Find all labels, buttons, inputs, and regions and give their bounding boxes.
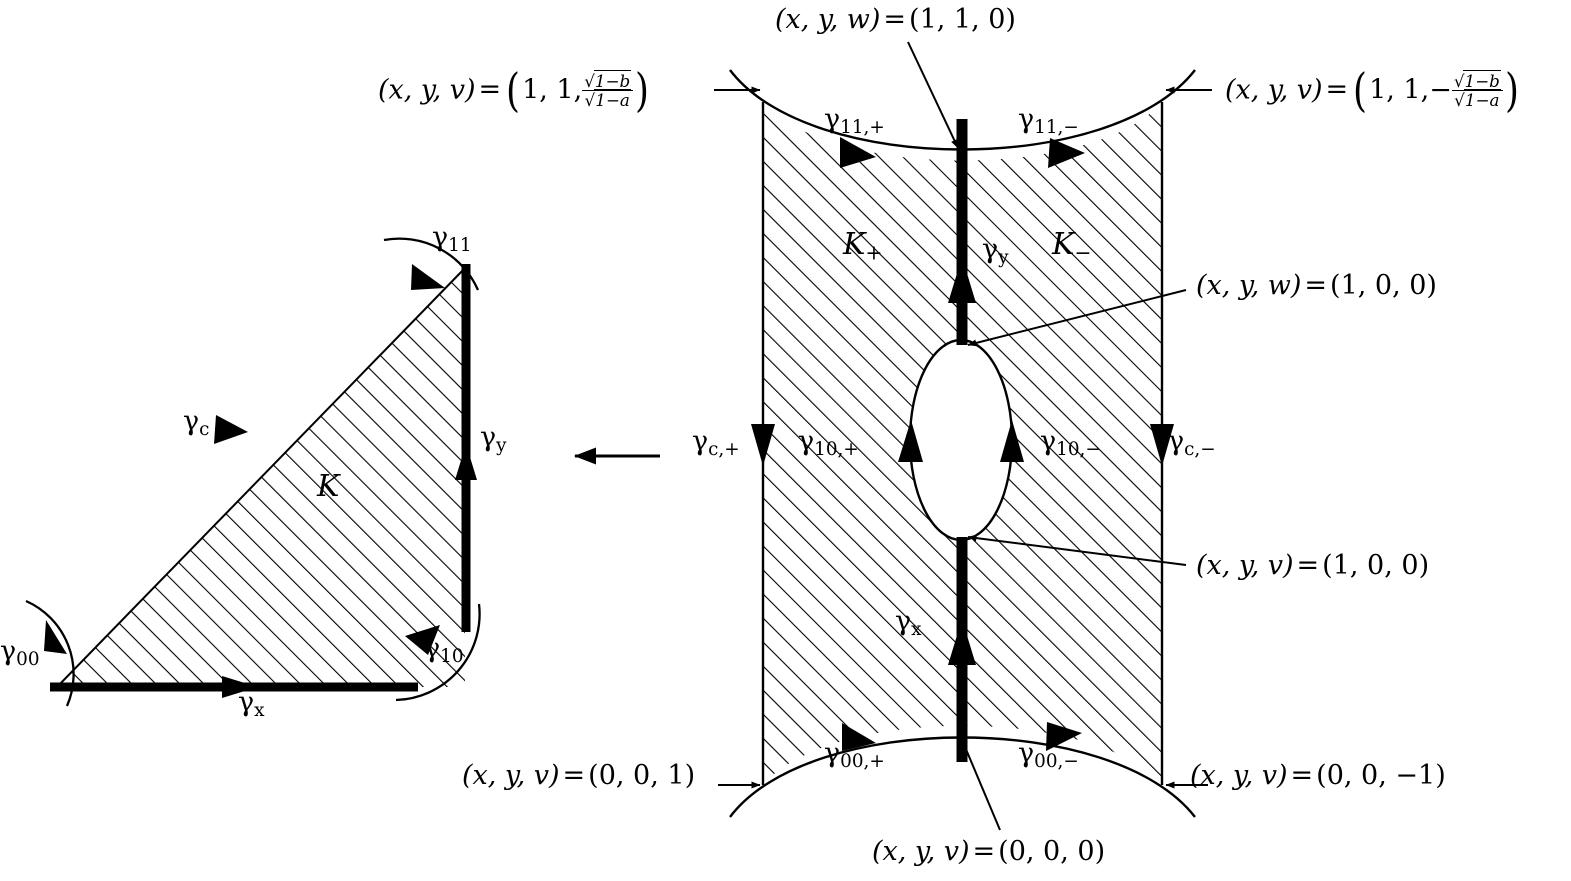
annotation-equals: = (1304, 270, 1328, 301)
annotation-equals: = (972, 836, 996, 867)
annotation-value: (1, 0, 0) (1322, 550, 1430, 581)
left-paren: ( (1353, 63, 1368, 117)
sqrt-icon: √ (1453, 70, 1465, 91)
right-gamma-c-arrows (751, 424, 1174, 466)
annotation-vars: (x, y, v) (872, 836, 970, 867)
annotation-value: (0, 0, −1) (1316, 760, 1446, 791)
den-radicand: 1−a (594, 88, 631, 110)
annotation-equals: = (1325, 74, 1349, 106)
annotation-equals: = (478, 74, 502, 106)
annotation-vars: (x, y, v) (462, 760, 560, 791)
num-radicand: 1−b (1463, 69, 1501, 91)
num-radicand: 1−b (593, 69, 632, 91)
annotation-vars: (x, y, v) (1196, 550, 1294, 581)
left-gamma-c-arrow (214, 415, 248, 444)
annotation-vars: (x, y, v) (378, 74, 476, 106)
left-label-gamma-y: γy (480, 422, 507, 457)
left-label-gamma-11: γ11 (432, 222, 472, 257)
right-paren: ) (635, 63, 650, 117)
annotation-xyv-sqrt-pos: (x, y, v)=(1, 1,√1−b√1−a) (378, 63, 651, 117)
annotation-equals: = (1296, 550, 1320, 581)
right-region-label-K-plus: K+ (843, 227, 883, 265)
left-label-gamma-00: γ00 (0, 636, 40, 671)
left-paren: ( (506, 63, 521, 117)
right-label-gamma-00-plus: γ00,+ (824, 738, 885, 773)
right-label-gamma-11-plus: γ11,+ (824, 104, 885, 139)
left-region-K (56, 267, 466, 688)
annotation-xyv-sqrt-neg: (x, y, v)=(1, 1,−√1−b√1−a) (1225, 63, 1521, 117)
left-gamma-x-edge (50, 676, 418, 698)
annotation-xyv-001: (x, y, v)=(0, 0, 1) (462, 762, 695, 789)
region-label-text: K (317, 469, 340, 504)
right-label-gamma-00-minus: γ00,− (1018, 738, 1079, 773)
annotation-xyv-00neg1: (x, y, v)=(0, 0, −1) (1190, 762, 1446, 789)
annotation-vars: (x, y, v) (1190, 760, 1288, 791)
annotation-value-prefix: 1, 1, (1369, 74, 1430, 106)
annotation-value: (1, 0, 0) (1330, 270, 1437, 301)
right-label-gamma-11-minus: γ11,− (1018, 104, 1079, 139)
annotation-vars: (x, y, w) (1196, 270, 1302, 301)
right-gamma-00-arrows (842, 722, 1082, 751)
annotation-sign: − (1429, 74, 1452, 106)
left-gamma-11-arc (383, 237, 480, 291)
annotation-xyv-100: (x, y, v)=(1, 0, 0) (1196, 552, 1429, 579)
right-gamma-x-edge (948, 537, 976, 762)
right-label-gamma-y: γy (982, 234, 1009, 269)
annotation-xyw-100: (x, y, w)=(1, 0, 0) (1196, 272, 1437, 299)
right-gamma-11-arrows (840, 137, 1085, 168)
left-label-gamma-10: γ10 (424, 633, 464, 668)
sqrt-icon: √ (584, 70, 595, 91)
annotation-equals: = (562, 760, 586, 791)
right-gamma-10-arrows (898, 420, 1024, 462)
left-label-gamma-x: γx (238, 687, 265, 722)
annotation-vars: (x, y, w) (775, 4, 881, 35)
annotation-xyw-110: (x, y, w)=(1, 1, 0) (775, 6, 1016, 33)
annotation-value: (0, 0, 1) (588, 760, 696, 791)
left-gamma-00-arc (25, 599, 75, 707)
annotation-vars: (x, y, v) (1225, 74, 1323, 106)
leader-lines (714, 41, 1212, 831)
right-label-gamma-c-plus: γc,+ (692, 426, 740, 461)
den-radicand: 1−a (1463, 88, 1501, 110)
left-gamma-10-arc (395, 603, 481, 702)
sqrt-fraction: √1−b√1−a (1451, 69, 1503, 110)
left-region-label-K: K (317, 472, 339, 502)
right-paren: ) (1504, 63, 1519, 117)
right-label-gamma-c-minus: γc,− (1168, 426, 1216, 461)
annotation-value: (0, 0, 0) (998, 836, 1106, 867)
sqrt-icon: √ (584, 89, 596, 110)
right-region-label-K-minus: K− (1052, 227, 1092, 265)
sqrt-icon: √ (1454, 89, 1465, 110)
annotation-equals: = (1290, 760, 1314, 791)
annotation-value: (1, 1, 0) (909, 4, 1016, 35)
annotation-equals: = (883, 4, 907, 35)
annotation-xyv-000: (x, y, v)=(0, 0, 0) (872, 838, 1105, 865)
right-label-gamma-10-plus: γ10,+ (798, 426, 859, 461)
left-gamma-y-edge (455, 264, 477, 632)
sqrt-fraction: √1−b√1−a (582, 69, 634, 110)
annotation-value-prefix: 1, 1, (522, 74, 583, 106)
left-label-gamma-c: γc (183, 406, 210, 441)
right-label-gamma-x: γx (895, 606, 922, 641)
right-gamma-y-edge (948, 119, 976, 345)
right-label-gamma-10-minus: γ10,− (1040, 426, 1101, 461)
